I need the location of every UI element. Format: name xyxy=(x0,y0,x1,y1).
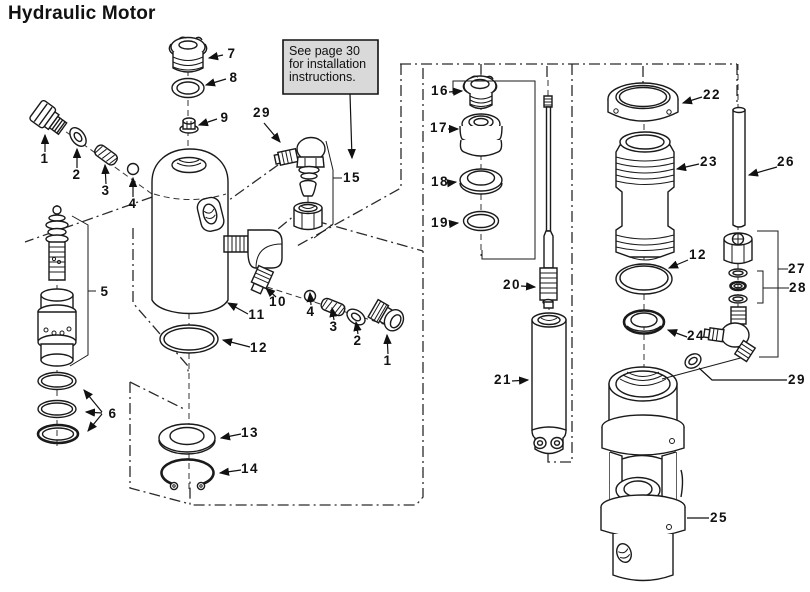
leader-lines xyxy=(40,52,787,518)
part-19-o-ring xyxy=(464,212,499,231)
callout-2a: 2 xyxy=(72,167,81,182)
part-27-elbow-body xyxy=(703,307,755,362)
note-line-1: See page 30 xyxy=(289,44,360,58)
part-15-fitting-assembly xyxy=(274,138,325,230)
callout-7: 7 xyxy=(227,46,236,61)
part-25-lower-housing xyxy=(601,367,685,581)
callout-5: 5 xyxy=(100,284,109,299)
part-18-backup-ring xyxy=(460,169,502,194)
callout-23: 23 xyxy=(700,154,718,169)
part-9-nut xyxy=(180,118,198,133)
part-12b-o-ring xyxy=(616,264,672,294)
callout-29b: 29 xyxy=(788,372,806,387)
callout-9: 9 xyxy=(220,110,229,125)
part-1b-plug xyxy=(368,299,408,335)
callout-29a: 29 xyxy=(253,105,271,120)
page-title: Hydraulic Motor xyxy=(8,3,156,24)
callout-21: 21 xyxy=(494,372,512,387)
part-15-swivel-nut xyxy=(294,203,322,230)
callout-24: 24 xyxy=(687,328,705,343)
callout-6: 6 xyxy=(108,406,117,421)
part-7-plug xyxy=(169,37,206,72)
callout-26: 26 xyxy=(777,154,795,169)
part-27-bracket xyxy=(757,231,788,357)
part-1-plug xyxy=(29,99,70,138)
callout-4b: 4 xyxy=(306,304,315,319)
part-6-o-rings xyxy=(38,373,78,444)
callout-20: 20 xyxy=(503,277,521,292)
callout-19: 19 xyxy=(431,215,449,230)
part-26-tube xyxy=(733,108,745,228)
part-11-pump-body xyxy=(152,149,228,314)
part-15-bracket xyxy=(314,141,342,238)
callout-3b: 3 xyxy=(329,319,338,334)
part-29-attach-line xyxy=(662,356,748,379)
callout-12a: 12 xyxy=(250,340,268,355)
note-line-2: for installation xyxy=(289,57,366,71)
part-27-swivel-nut xyxy=(724,233,752,264)
part-12a-o-ring xyxy=(160,325,218,353)
part-24-seal xyxy=(624,311,664,334)
callout-1b: 1 xyxy=(383,353,392,368)
callout-2b: 2 xyxy=(353,333,362,348)
part-16-19-bracket xyxy=(453,81,535,259)
part-15-ferrule xyxy=(300,181,316,197)
callout-labels: 7 8 9 29 15 1 2 3 4 5 6 10 11 12 13 14 4… xyxy=(40,46,807,525)
part-13-ring xyxy=(159,424,215,454)
part-14-retaining-ring xyxy=(161,459,213,489)
callout-12b: 12 xyxy=(689,247,707,262)
callout-14: 14 xyxy=(241,461,259,476)
callout-11: 11 xyxy=(248,307,265,322)
part-17-gland xyxy=(460,114,502,156)
part-28-bracket xyxy=(757,271,789,303)
note-box: See page 30 for installation instruction… xyxy=(283,40,378,160)
callout-8: 8 xyxy=(229,70,238,85)
callout-13: 13 xyxy=(241,425,259,440)
callout-15: 15 xyxy=(343,170,361,185)
note-line-3: instructions. xyxy=(289,70,356,84)
callout-25: 25 xyxy=(710,510,728,525)
callout-22: 22 xyxy=(703,87,721,102)
callout-10: 10 xyxy=(269,294,287,309)
part-2-washer xyxy=(67,125,90,150)
callout-4a: 4 xyxy=(128,196,137,211)
callout-3a: 3 xyxy=(101,183,110,198)
part-20-piston-rod xyxy=(540,96,557,308)
callout-27: 27 xyxy=(788,261,806,276)
part-21-cylinder xyxy=(532,313,566,454)
callout-17: 17 xyxy=(430,120,448,135)
part-28-washers xyxy=(729,269,747,303)
part-29b-washer xyxy=(682,351,703,371)
part-10-elbow-fitting xyxy=(224,230,282,295)
part-3-spring xyxy=(93,143,119,167)
callout-1a: 1 xyxy=(40,151,49,166)
part-22-retainer xyxy=(608,83,678,121)
part-5-valve-cartridge xyxy=(38,206,76,366)
part-8-o-ring xyxy=(172,79,204,98)
callout-18: 18 xyxy=(431,174,449,189)
callout-16: 16 xyxy=(431,83,449,98)
part-23-threaded-sleeve xyxy=(616,132,674,260)
callout-28: 28 xyxy=(789,280,807,295)
part-4-ball xyxy=(128,164,139,175)
part-5-bracket xyxy=(70,216,96,366)
